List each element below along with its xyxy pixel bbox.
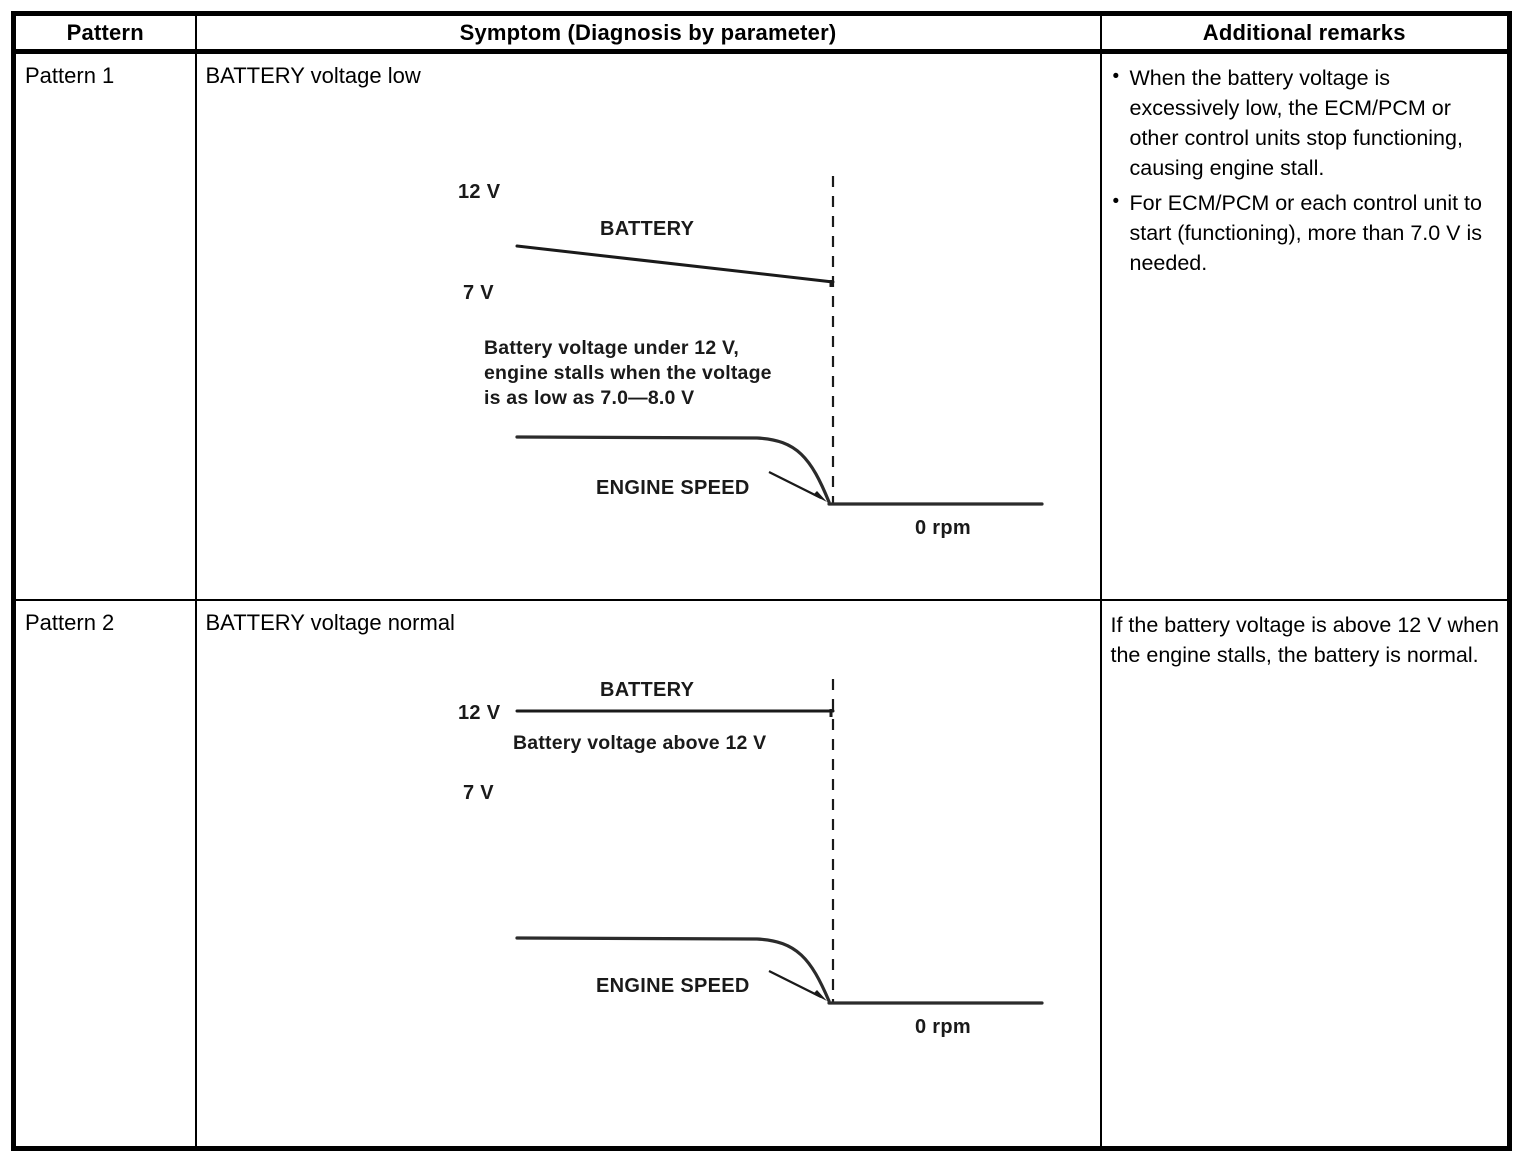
pattern-1-waveform-chart: 12 V 7 V BATTERY Battery volt [197, 54, 1102, 599]
table-header-row: Pattern Symptom (Diagnosis by parameter)… [13, 13, 1510, 54]
axis-label-7v-2: 7 V [463, 782, 494, 804]
chart-note-line-2a: Battery voltage above 12 V [513, 732, 766, 754]
table-header: Pattern Symptom (Diagnosis by parameter)… [13, 13, 1510, 54]
engine-speed-trace-1 [514, 435, 831, 504]
pattern-2-waveform-chart: BATTERY 12 V Battery voltage above 12 V … [197, 601, 1102, 1146]
engine-speed-leader-arrowhead-2 [812, 990, 827, 1001]
diagnosis-pattern-table: Pattern Symptom (Diagnosis by parameter)… [11, 11, 1512, 1151]
engine-speed-leader-arrowhead-1 [812, 491, 827, 502]
table-row: Pattern 1 BATTERY voltage low 12 V [13, 51, 1510, 601]
series-label-battery-2: BATTERY [600, 679, 695, 701]
column-header-pattern: Pattern [13, 13, 197, 54]
pattern-1-chart-svg: 12 V 7 V BATTERY Battery volt [458, 176, 1044, 539]
series-label-engine-speed-2: ENGINE SPEED [596, 975, 750, 997]
pattern-cell-2: Pattern 2 [13, 600, 197, 1149]
pattern-label-2: Pattern 2 [25, 610, 115, 635]
series-label-battery-1: BATTERY [600, 218, 695, 240]
symptom-cell-inner-1: BATTERY voltage low 12 V 7 V BATTE [197, 54, 1100, 599]
engine-speed-trace-2 [514, 936, 831, 1003]
remarks-cell-1: When the battery voltage is excessively … [1099, 51, 1510, 601]
engine-speed-leader-line-2 [768, 970, 821, 998]
remarks-bullet-item: When the battery voltage is excessively … [1111, 62, 1500, 183]
symptom-cell-inner-2: BATTERY voltage normal BATTERY 12 V [197, 601, 1100, 1146]
chart-note-line-1a: Battery voltage under 12 V, [484, 337, 739, 359]
table-row: Pattern 2 BATTERY voltage normal BATTERY [13, 600, 1510, 1149]
axis-label-12v-2: 12 V [458, 702, 501, 724]
symptom-cell-2: BATTERY voltage normal BATTERY 12 V [194, 600, 1102, 1149]
column-header-symptom: Symptom (Diagnosis by parameter) [194, 13, 1102, 54]
symptom-cell-1: BATTERY voltage low 12 V 7 V BATTE [194, 51, 1102, 601]
axis-label-7v-1: 7 V [463, 282, 494, 304]
remarks-paragraph-2: If the battery voltage is above 12 V whe… [1110, 613, 1499, 667]
column-header-remarks: Additional remarks [1099, 13, 1510, 54]
engine-speed-leader-line-1 [768, 471, 821, 499]
symptom-title-2: BATTERY voltage normal [205, 610, 455, 635]
axis-label-12v-1: 12 V [458, 181, 501, 203]
pattern-cell-inner-1: Pattern 1 [16, 54, 195, 599]
series-label-engine-speed-1: ENGINE SPEED [596, 477, 750, 499]
symptom-title-1: BATTERY voltage low [205, 63, 421, 88]
table-body: Pattern 1 BATTERY voltage low 12 V [13, 51, 1510, 1149]
pattern-cell-inner-2: Pattern 2 [16, 601, 195, 1146]
remarks-bullet-list-1: When the battery voltage is excessively … [1111, 62, 1500, 278]
chart-note-line-1b: engine stalls when the voltage [484, 362, 772, 384]
remarks-content-2: If the battery voltage is above 12 V whe… [1102, 601, 1508, 1146]
remarks-bullet-item: For ECM/PCM or each control unit to star… [1111, 187, 1500, 278]
zero-rpm-label-1: 0 rpm [915, 517, 971, 539]
chart-note-line-1c: is as low as 7.0—8.0 V [484, 387, 694, 409]
pattern-2-chart-svg: BATTERY 12 V Battery voltage above 12 V … [458, 679, 1044, 1038]
pattern-cell-1: Pattern 1 [13, 51, 197, 601]
zero-rpm-label-2: 0 rpm [915, 1016, 971, 1038]
remarks-cell-2: If the battery voltage is above 12 V whe… [1099, 600, 1510, 1149]
remarks-content-1: When the battery voltage is excessively … [1102, 54, 1508, 599]
battery-voltage-trace-1 [515, 244, 834, 284]
pattern-label-1: Pattern 1 [25, 63, 115, 88]
